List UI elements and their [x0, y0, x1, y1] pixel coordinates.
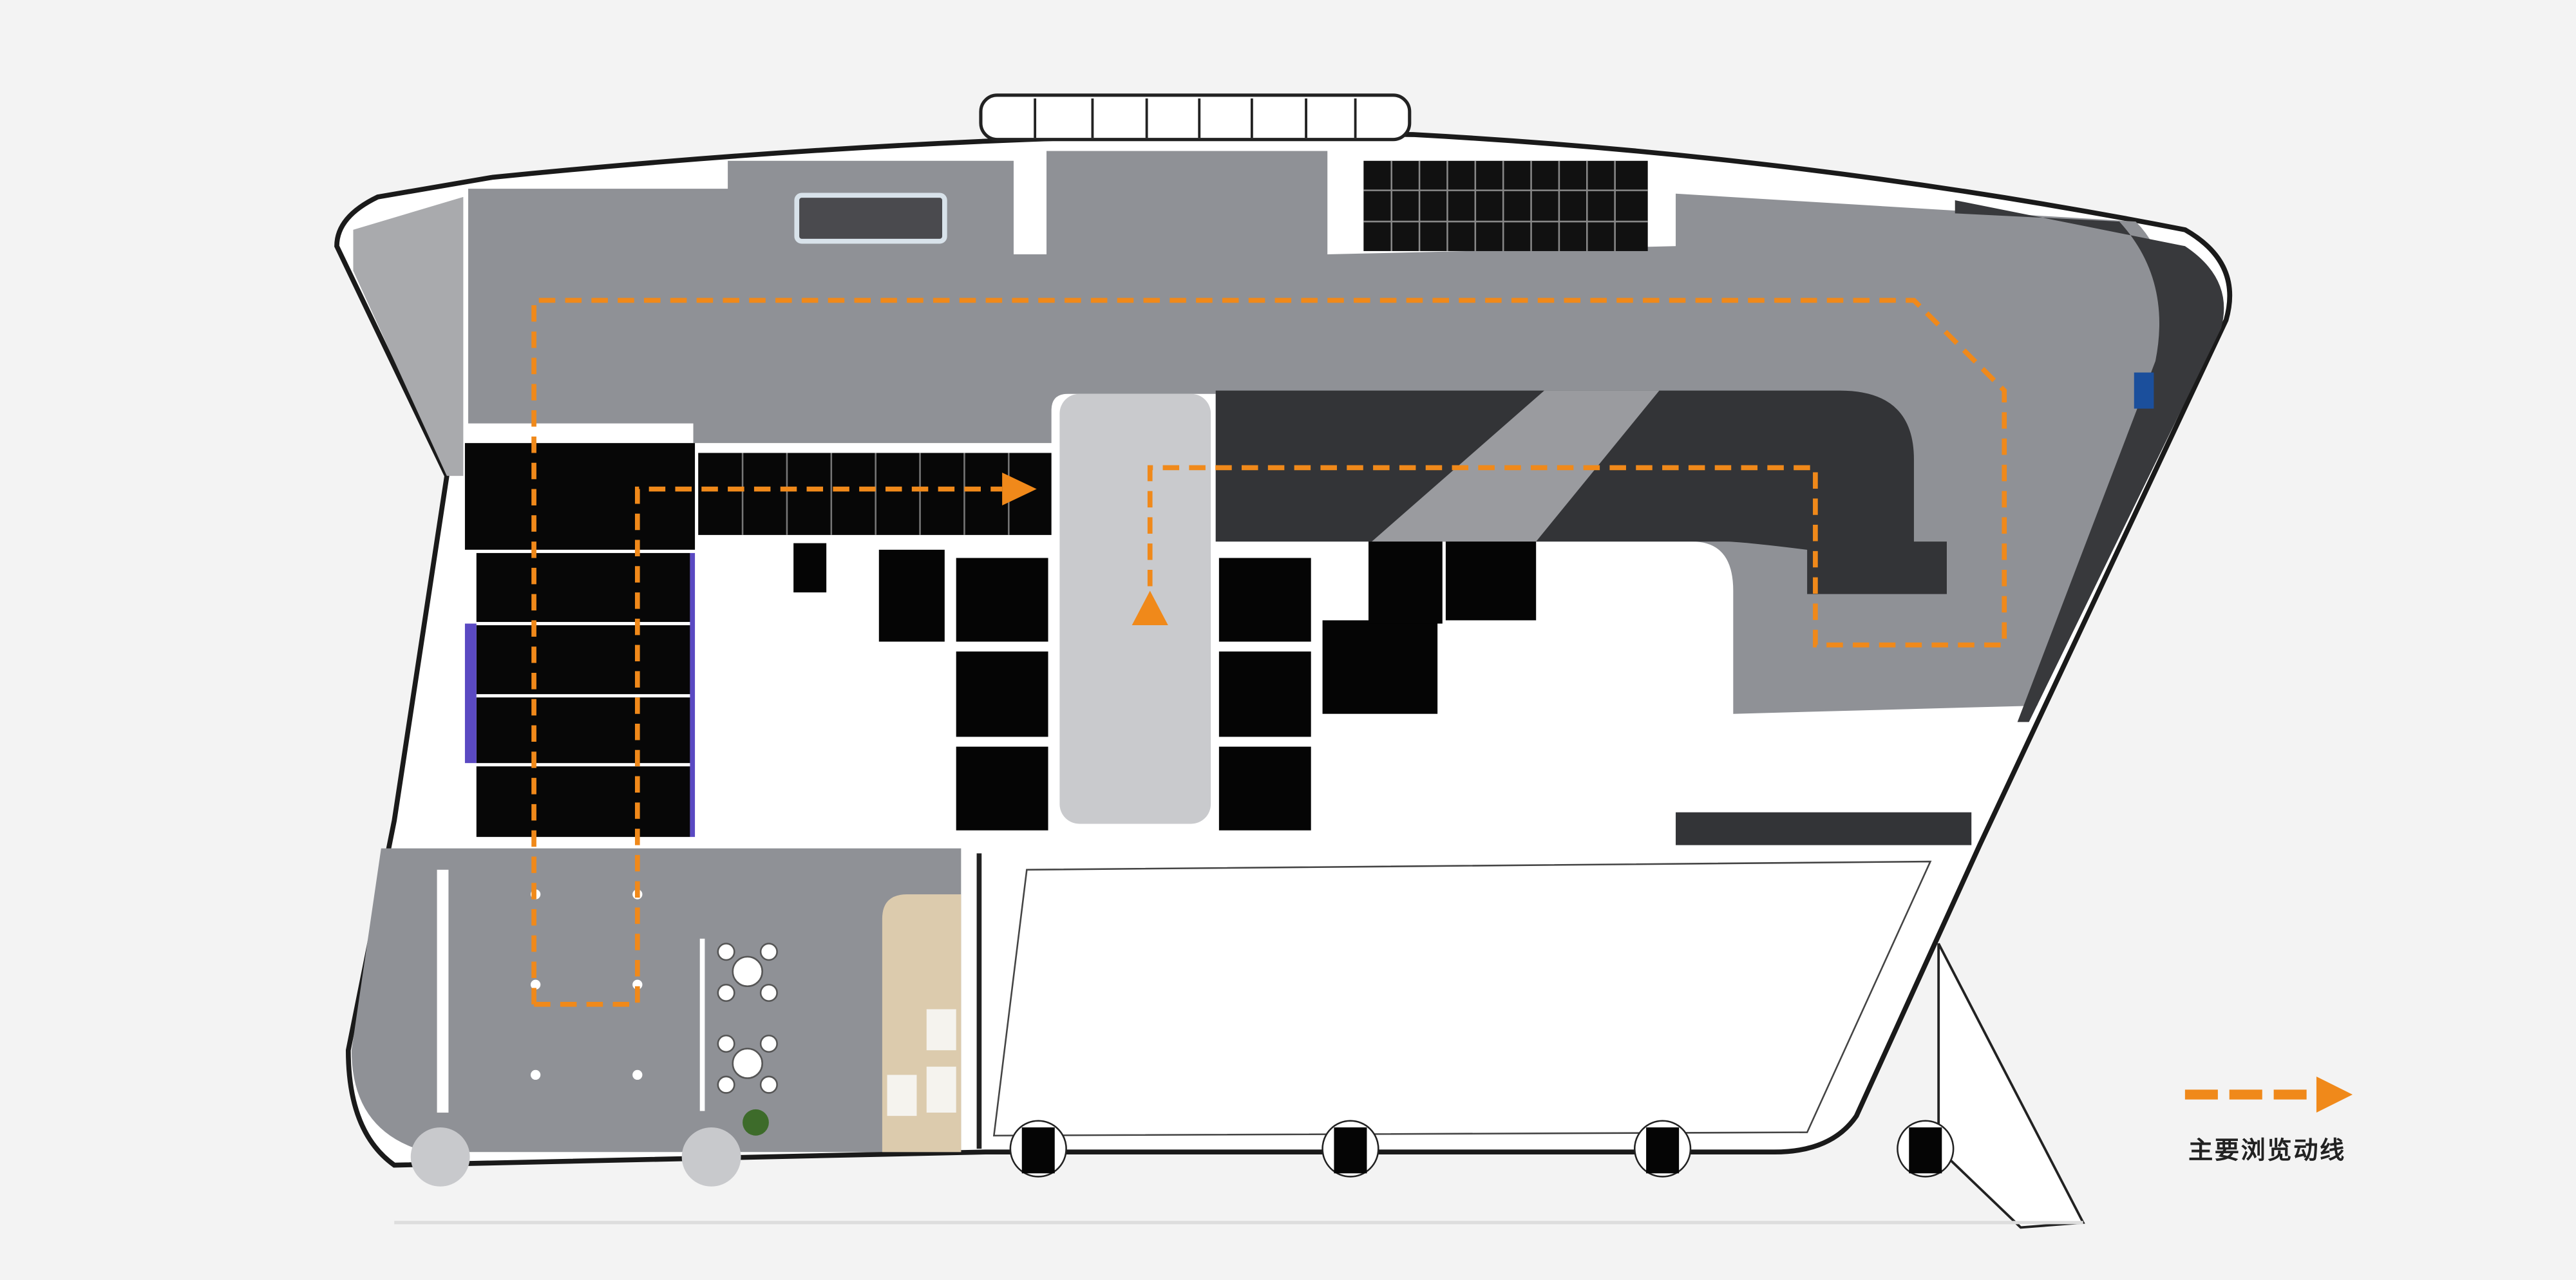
dashed-arrow-icon	[2184, 1076, 2353, 1113]
top-exhibit-strip	[698, 453, 1052, 535]
center-walkway	[1059, 393, 1211, 824]
display-screen	[794, 193, 947, 244]
tables	[717, 943, 778, 1094]
main-viewing-route	[531, 297, 2007, 1007]
balcony-rails	[1034, 98, 1357, 138]
columns	[410, 1120, 1955, 1187]
plant-icon	[743, 1109, 769, 1136]
legend-label: 主要浏览动线	[2188, 1136, 2346, 1165]
route-arrow-up-icon	[1132, 590, 1168, 626]
top-panel-grid	[1363, 160, 1648, 251]
route-segment-outer	[531, 297, 2007, 1004]
left-wing-area	[353, 196, 464, 476]
top-balcony	[979, 93, 1412, 142]
left-exhibit-block	[464, 443, 696, 550]
dark-strip-bottom	[1676, 812, 1972, 845]
dark-exhibition-hall	[1215, 390, 1947, 594]
lounge-divider	[699, 938, 705, 1111]
route-segment-inner	[534, 486, 1003, 1007]
exhibit-blocks	[793, 541, 1537, 831]
wood-area-panels	[887, 1009, 956, 1116]
lounge-area	[351, 848, 961, 1153]
lounge-wall	[437, 869, 449, 1113]
terrace	[1937, 943, 2085, 1229]
courtyard	[992, 860, 1932, 1136]
legend: 主要浏览动线	[2184, 1076, 2353, 1165]
info-sign	[2134, 372, 2154, 409]
route-arrow-right-icon	[1002, 473, 1037, 506]
left-exhibit-rows	[464, 552, 696, 837]
